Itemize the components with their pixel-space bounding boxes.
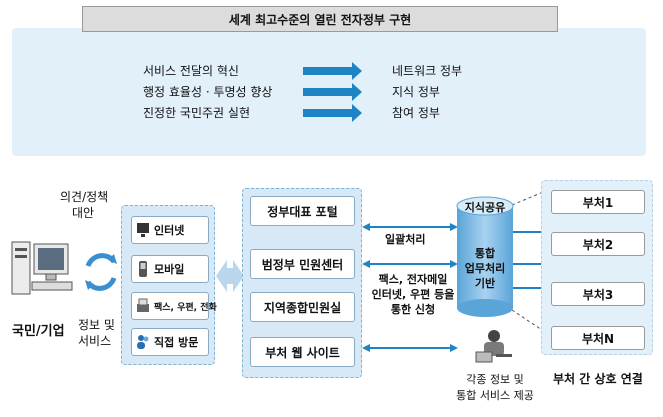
channel-visit-label: 직접 방문 (154, 336, 199, 349)
people-icon (137, 335, 149, 349)
channel-visit: 직접 방문 (131, 328, 209, 356)
channel-internet: 인터넷 (131, 216, 209, 244)
dept-1: 부처1 (551, 190, 645, 214)
services-caption-1: 각종 정보 및 (466, 373, 524, 386)
goal-from-1: 서비스 전달의 혁신 (143, 64, 239, 78)
apply-label-1: 팩스, 전자메일 (378, 273, 448, 286)
apply-label-2: 인터넷, 우편 등을 (371, 288, 455, 301)
opinion-label-1: 의견/정책 (60, 190, 109, 204)
fax-icon (137, 298, 149, 312)
goal-from-2: 행정 효율성 · 투명성 향상 (143, 85, 273, 99)
hub-top-label: 지식공유 (464, 201, 506, 214)
phone-icon (139, 261, 147, 277)
opinion-label-2: 대안 (72, 206, 95, 220)
goal-arrow-3 (303, 104, 362, 122)
hub-body-2: 업무처리 (464, 262, 506, 275)
apply-label-3: 통한 신청 (390, 303, 436, 316)
computer-icon (11, 241, 73, 295)
dept-3: 부처3 (551, 282, 645, 306)
goal-arrow-2 (303, 83, 362, 101)
batch-label: 일괄처리 (385, 233, 426, 246)
goal-to-2: 지식 정부 (392, 85, 440, 99)
info-label-1: 정보 및 (78, 318, 115, 332)
double-arrow-icon (216, 260, 244, 292)
citizen-label: 국민/기업 (12, 324, 65, 339)
channel-fax-label: 팩스, 우편, 전화 (154, 302, 217, 313)
vision-title: 세계 최고수준의 열린 전자정부 구현 (82, 6, 558, 32)
channel-internet-label: 인터넷 (154, 224, 185, 237)
portal-dept-web: 부처 웹 사이트 (250, 337, 355, 367)
portal-regional-office: 지역종합민원실 (250, 292, 355, 322)
operator-icon (475, 330, 512, 363)
departments-caption: 부처 간 상호 연결 (553, 372, 643, 386)
monitor-icon (137, 223, 149, 237)
channel-mobile-label: 모바일 (154, 263, 185, 276)
portal-gov: 정부대표 포털 (250, 196, 355, 226)
channel-fax: 팩스, 우편, 전화 (131, 292, 217, 320)
services-caption-2: 통합 서비스 제공 (456, 389, 534, 402)
hub-body-1: 통합 (474, 247, 496, 260)
hub-body-3: 기반 (474, 277, 496, 290)
goal-from-3: 진정한 국민주권 실현 (143, 106, 250, 120)
dept-2: 부처2 (551, 232, 645, 256)
channel-mobile: 모바일 (131, 255, 209, 283)
exchange-icon (85, 253, 117, 291)
goal-to-3: 참여 정부 (392, 106, 440, 120)
dept-n: 부처N (551, 326, 645, 350)
portal-civil-center: 범정부 민원센터 (250, 249, 355, 279)
goal-arrow-1 (303, 62, 362, 80)
info-label-2: 서비스 (78, 334, 112, 348)
hub-cylinder (456, 196, 514, 317)
goal-to-1: 네트워크 정부 (392, 64, 463, 78)
